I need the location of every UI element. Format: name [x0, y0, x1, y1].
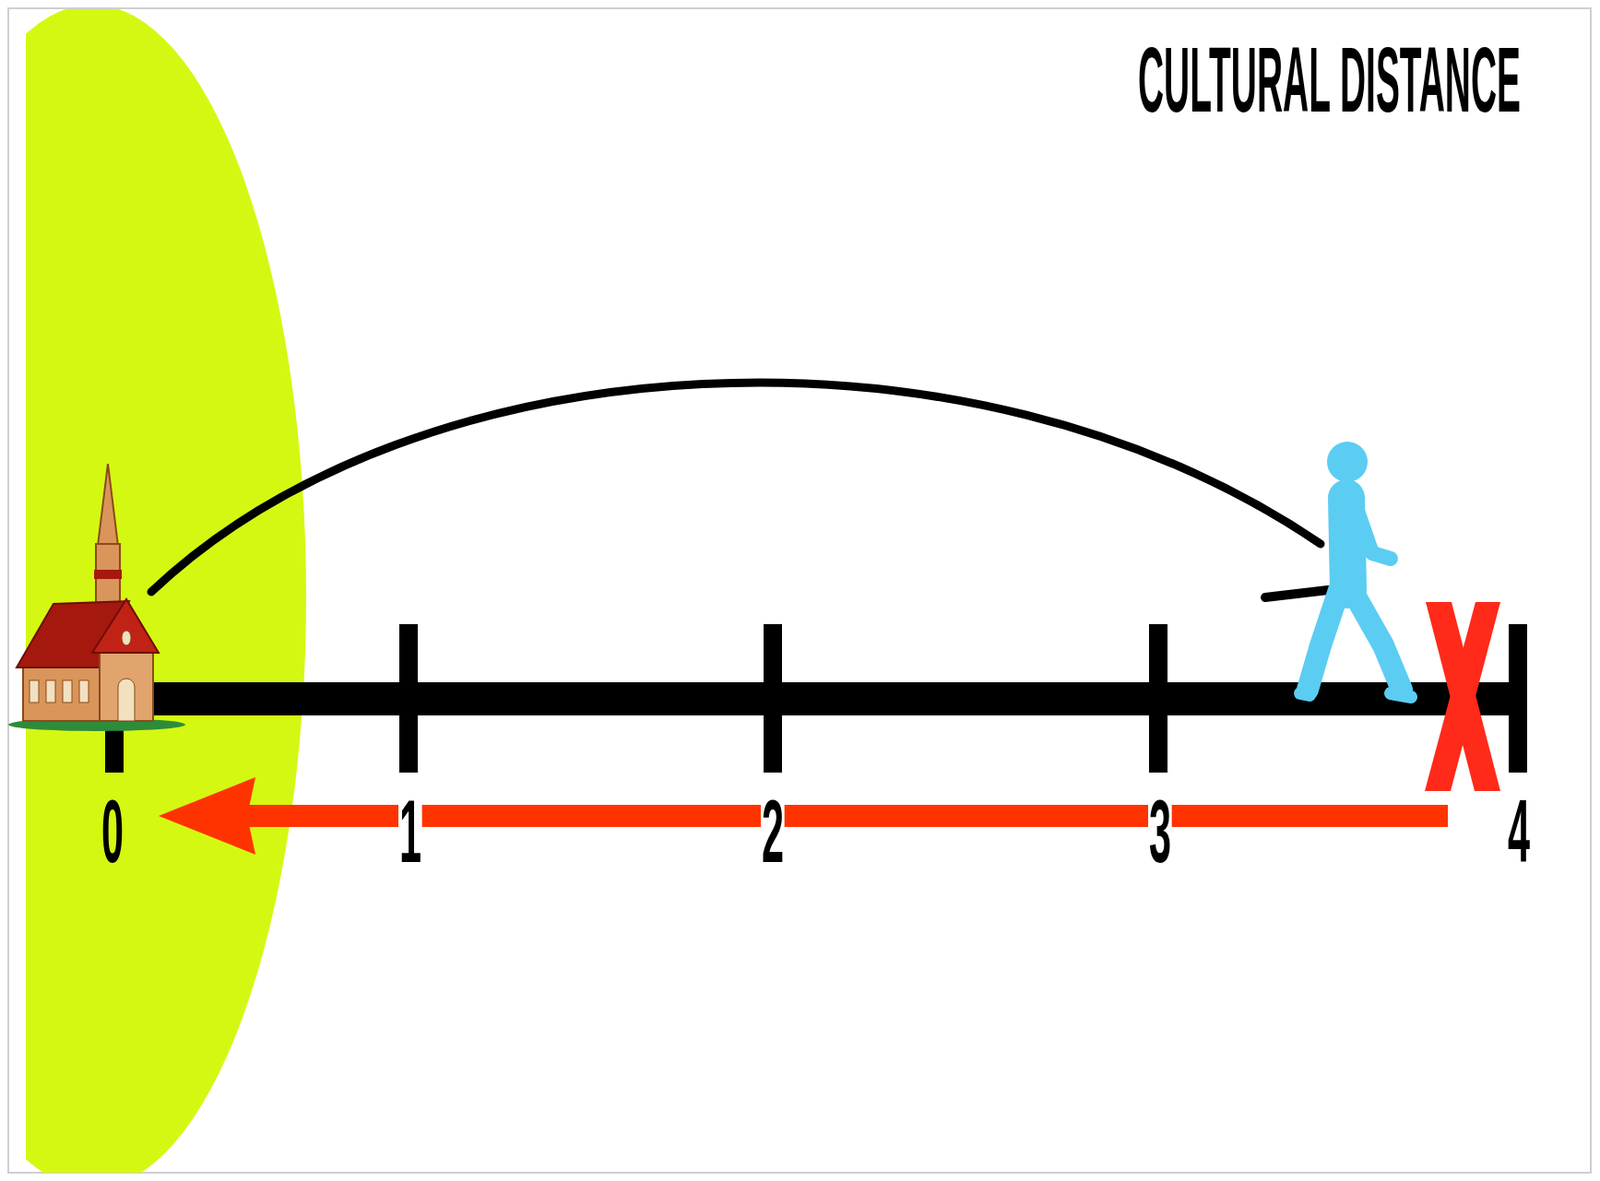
- return-arrow: [158, 777, 1448, 855]
- axis-number: 1: [398, 787, 423, 877]
- church-icon: [8, 463, 186, 732]
- jump-arc: [151, 382, 1321, 593]
- axis-number: 2: [760, 787, 785, 877]
- title: CULTURAL DISTANCE: [1137, 33, 1521, 126]
- axis-tick: [763, 624, 783, 773]
- arc-tail: [1265, 590, 1328, 598]
- axis-number: 3: [1148, 787, 1173, 877]
- church-zone: [25, 9, 307, 1174]
- axis-number: 4: [1506, 787, 1531, 877]
- walking-person: [1300, 441, 1411, 698]
- red-cross: [1424, 602, 1501, 792]
- axis-tick: [1149, 624, 1168, 773]
- axis-tick: [1508, 624, 1528, 773]
- axis-tick: [399, 624, 418, 773]
- axis-number: 0: [100, 787, 125, 877]
